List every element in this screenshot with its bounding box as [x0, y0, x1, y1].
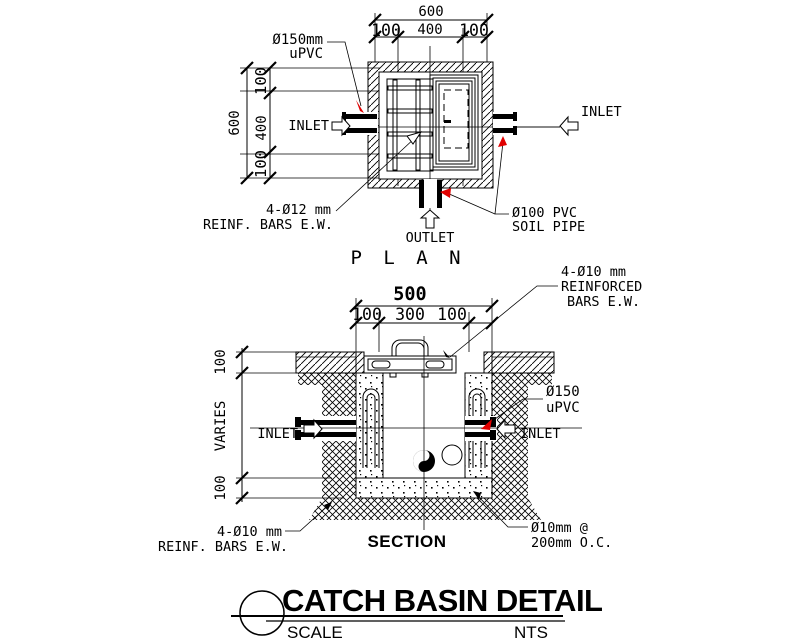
- leader-arrow-red: [481, 419, 492, 430]
- plan-label-inlet-left: INLET: [288, 118, 329, 134]
- plan-view-title: P L A N: [350, 247, 465, 269]
- inlet-pipe-right-section: [465, 416, 497, 441]
- section-label-rebar-top-line2: REINFORCED: [561, 279, 642, 295]
- section-view-title: SECTION: [367, 532, 446, 551]
- plan-label-inlet-right: INLET: [581, 104, 622, 120]
- section-dim-top-total: 500: [393, 284, 426, 305]
- section-dim-left-bottom: 100: [213, 475, 229, 500]
- plan-dim-top-left: 100: [371, 21, 401, 40]
- plan-label-rebar-line2: REINF. BARS E.W.: [203, 217, 333, 233]
- section-label-ties-line2: 200mm O.C.: [531, 535, 612, 551]
- section-dim-left-mid: VARIES: [213, 401, 229, 452]
- plan-label-rebar-line1: 4-Ø12 mm: [266, 202, 331, 218]
- inlet-arrow-right-plan: [559, 115, 579, 137]
- section-view: 500 100 300 100 100 VARIES 100 4-Ø10 mm …: [158, 264, 642, 555]
- inlet-pipe-left-section: [294, 416, 356, 441]
- plan-dimension-lines: [240, 13, 494, 185]
- plan-label-outlet: OUTLET: [406, 230, 455, 246]
- outlet-pipe-swirl: [413, 450, 430, 472]
- plan-dim-left-bottom: 100: [252, 150, 270, 178]
- sheet-title: CATCH BASIN DETAIL: [282, 583, 603, 618]
- plan-dim-left-total: 600: [227, 110, 243, 135]
- section-slab: [295, 351, 555, 374]
- section-dim-top-right: 100: [437, 305, 467, 324]
- plan-label-upvc-line2: uPVC: [289, 46, 323, 62]
- plan-dim-left-mid: 400: [254, 115, 270, 140]
- cover-handle: [391, 339, 429, 356]
- section-label-inlet-left: INLET: [257, 426, 298, 442]
- inlet-arrow-left-plan: [331, 115, 351, 137]
- leader-arrow-red: [498, 136, 507, 147]
- section-detail-circle: [441, 444, 463, 466]
- scale-label: SCALE: [287, 623, 343, 642]
- plan-view: 600 100 400 100 600 100 400 100 Ø150mm u…: [203, 4, 622, 269]
- section-dim-top-left: 100: [352, 305, 382, 324]
- section-label-ties-line1: Ø10mm @: [531, 520, 588, 536]
- section-label-rebar-bottom-line1: 4-Ø10 mm: [217, 524, 282, 540]
- plan-label-soilpipe-line2: SOIL PIPE: [512, 219, 585, 235]
- outlet-pipe-plan: [419, 179, 442, 208]
- section-cover: [363, 339, 457, 378]
- detail-bubble-circle: [239, 590, 285, 636]
- inlet-arrow-left-section: [303, 418, 323, 440]
- leader-arrow-red: [356, 100, 364, 113]
- section-label-upvc-line2: uPVC: [546, 400, 580, 416]
- section-label-rebar-top-line1: 4-Ø10 mm: [561, 264, 626, 280]
- inlet-arrow-right-section: [496, 418, 516, 440]
- plan-leader-lines: [327, 41, 560, 215]
- section-label-rebar-top-line3: BARS E.W.: [567, 294, 640, 310]
- inlet-pipe-right-plan: [493, 112, 517, 135]
- plan-dim-top-mid: 400: [417, 22, 442, 38]
- section-u-bars: [362, 388, 486, 468]
- section-leader-lines: [285, 285, 558, 532]
- scale-value: NTS: [514, 623, 548, 642]
- leader-open-arrow: [406, 131, 423, 145]
- plan-dim-top-total: 600: [418, 4, 443, 20]
- outlet-arrow-up-plan: [419, 209, 441, 229]
- plan-dim-left-top: 100: [252, 67, 270, 95]
- section-label-rebar-bottom-line2: REINF. BARS E.W.: [158, 539, 288, 555]
- leader-arrow-red: [440, 188, 451, 198]
- plan-dim-top-right: 100: [459, 21, 489, 40]
- plan-label-upvc-line1: Ø150mm: [272, 32, 323, 48]
- section-label-inlet-right: INLET: [520, 426, 561, 442]
- section-label-upvc-line1: Ø150: [546, 384, 580, 400]
- title-block: CATCH BASIN DETAIL SCALE NTS: [231, 583, 603, 642]
- section-dim-left-top: 100: [213, 349, 229, 374]
- plan-label-soilpipe-line1: Ø100 PVC: [512, 205, 577, 221]
- section-dim-top-mid: 300: [395, 305, 425, 324]
